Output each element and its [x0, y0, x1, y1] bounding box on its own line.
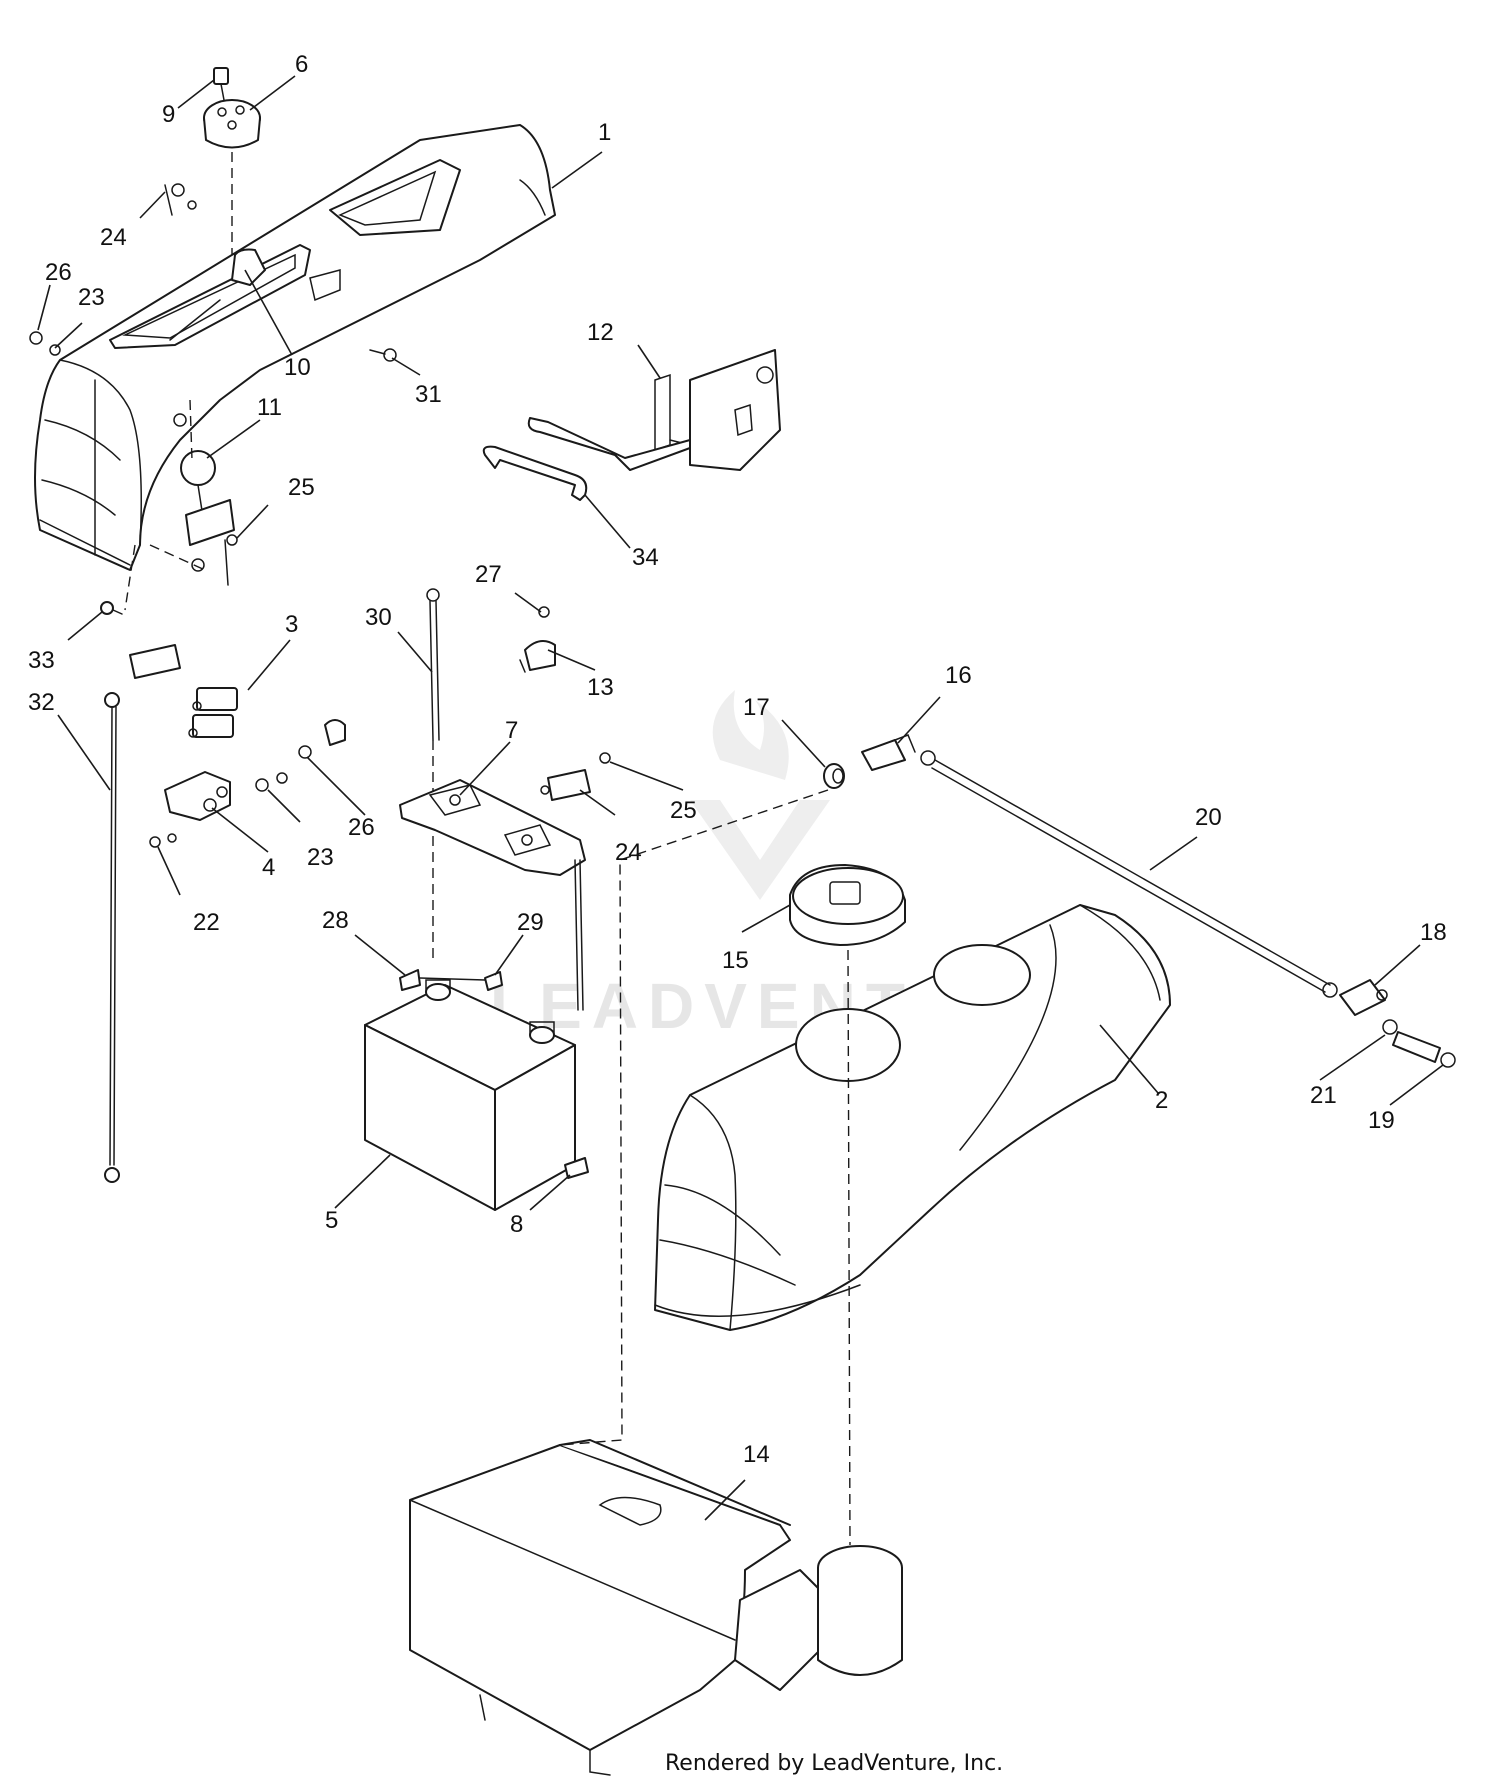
- callout-27: 27: [475, 561, 502, 588]
- callout-20: 20: [1195, 804, 1222, 831]
- part-1-fender: [34, 124, 556, 571]
- callout-32: 32: [28, 689, 55, 716]
- callout-22: 22: [193, 909, 220, 936]
- hardware-small: [29, 183, 397, 848]
- callout-21: 21: [1310, 1082, 1337, 1109]
- callout-28: 28: [322, 907, 349, 934]
- part-14-fuel-tank: [409, 1439, 903, 1776]
- part-4-switch: [164, 771, 231, 821]
- part-21-hose: [1382, 1019, 1441, 1063]
- callout-5: 5: [325, 1207, 338, 1234]
- callout-19: 19: [1368, 1107, 1395, 1134]
- part-25-switch: [540, 752, 611, 801]
- part-15-fuel-cap: [789, 864, 906, 946]
- callout-33: 33: [28, 647, 55, 674]
- callout-34: 34: [632, 544, 659, 571]
- callout-18: 18: [1420, 919, 1447, 946]
- callout-13: 13: [587, 674, 614, 701]
- part-6-ignition-switch: [203, 99, 261, 149]
- part-30-rod: [426, 588, 440, 960]
- callout-6: 6: [295, 51, 308, 78]
- part-28-29-hardware: [399, 969, 503, 991]
- part-33-bolt: [100, 601, 123, 615]
- callout-7: 7: [505, 717, 518, 744]
- part-12-bracket: [527, 349, 781, 471]
- part-20-fuel-line: [920, 750, 1338, 998]
- callout-23-bottom: 23: [307, 844, 334, 871]
- callout-30: 30: [365, 604, 392, 631]
- part-7-holddown: [399, 779, 586, 1011]
- callout-23-top: 23: [78, 284, 105, 311]
- callout-26-top: 26: [45, 259, 72, 286]
- assembly-lines: [124, 152, 851, 1546]
- leader-lines: [37, 75, 1444, 1521]
- callout-24-bottom: 24: [615, 839, 642, 866]
- callout-25-top: 25: [288, 474, 315, 501]
- callout-31: 31: [415, 381, 442, 408]
- part-16-elbow: [861, 734, 916, 771]
- callout-14: 14: [743, 1441, 770, 1468]
- footer-credit: Rendered by LeadVenture, Inc.: [665, 1751, 1003, 1776]
- part-9-key: [213, 67, 229, 101]
- callout-8: 8: [510, 1211, 523, 1238]
- callout-15: 15: [722, 947, 749, 974]
- callout-3: 3: [285, 611, 298, 638]
- callout-12: 12: [587, 319, 614, 346]
- callout-4: 4: [262, 854, 275, 881]
- callout-2: 2: [1155, 1087, 1168, 1114]
- part-32-cable: [104, 692, 120, 1183]
- part-3-switches: [129, 644, 238, 738]
- part-10-plate: [169, 248, 266, 341]
- callout-16: 16: [945, 662, 972, 689]
- callout-24-top: 24: [100, 224, 127, 251]
- part-2-tank-cover: [654, 904, 1171, 1331]
- part-34-rod: [482, 445, 588, 501]
- callout-9: 9: [162, 101, 175, 128]
- part-5-battery: [364, 979, 576, 1211]
- part-18-filter: [1339, 979, 1388, 1016]
- part-11-lever: [180, 450, 235, 586]
- callout-17: 17: [743, 694, 770, 721]
- callouts: 1 2 3 4 5 6 7 8 9 10 11 12 13 14 15 16 1…: [28, 51, 1447, 1468]
- callout-29: 29: [517, 909, 544, 936]
- callout-1: 1: [598, 119, 611, 146]
- callout-26-bottom: 26: [348, 814, 375, 841]
- part-17-grommet: [823, 763, 845, 789]
- callout-25-bottom: 25: [670, 797, 697, 824]
- part-19-clamp: [1440, 1052, 1456, 1068]
- callout-10: 10: [284, 354, 311, 381]
- part-8-clamp: [564, 1157, 589, 1179]
- part-13-fitting: [519, 606, 556, 673]
- callout-11: 11: [257, 394, 282, 421]
